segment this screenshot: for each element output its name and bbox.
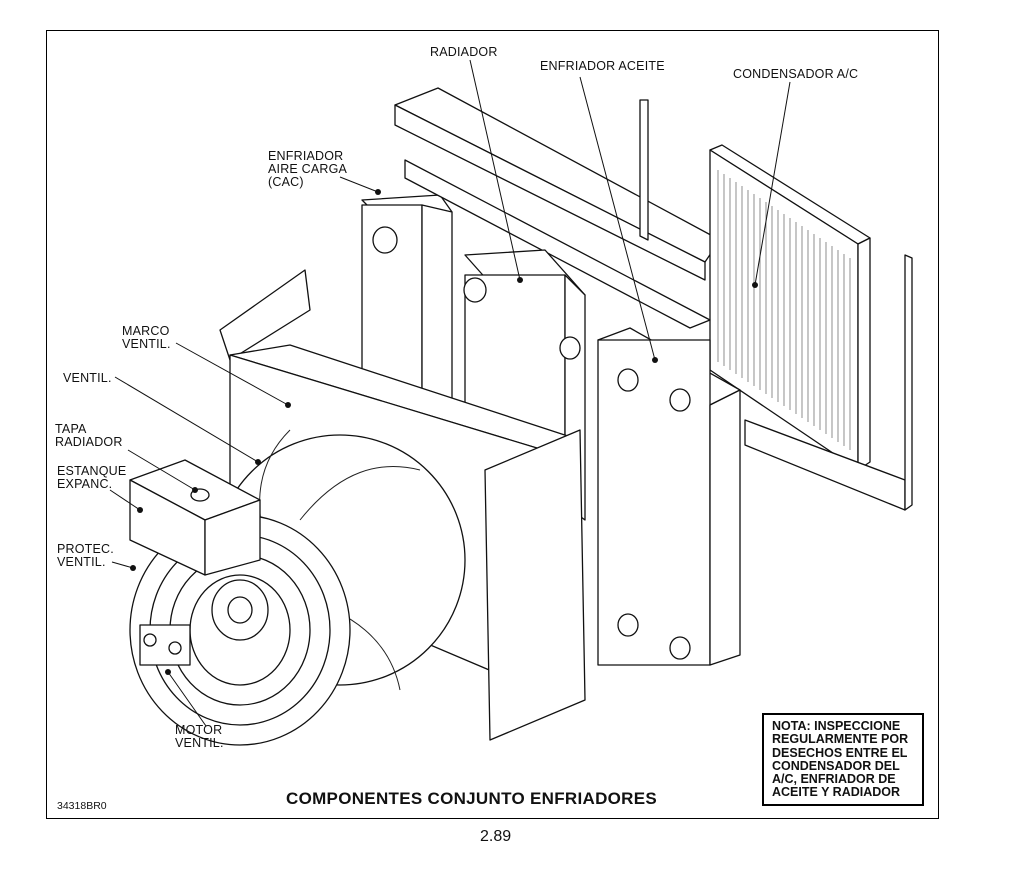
figure-caption: COMPONENTES CONJUNTO ENFRIADORES (286, 789, 658, 808)
figure-frame (46, 30, 939, 819)
label-motor-ventil: MOTOR VENTIL. (175, 723, 224, 750)
label-ventil: VENTIL. (63, 371, 112, 385)
fan-motor (139, 624, 191, 666)
oil-cooler (597, 327, 741, 666)
label-estanque: ESTANQUE EXPANC. (57, 464, 127, 491)
label-enfriador-aceite: ENFRIADOR ACEITE (540, 59, 665, 73)
label-protec-ventil: PROTEC. VENTIL. (57, 542, 114, 569)
label-condensador: CONDENSADOR A/C (733, 67, 859, 81)
figure-id: 34318BR0 (57, 800, 107, 812)
label-tapa-radiador: TAPA RADIADOR (55, 422, 123, 449)
inspection-note: NOTA: INSPECCIONE REGULARMENTE POR DESEC… (762, 713, 924, 806)
page-number: 2.89 (480, 828, 512, 845)
leader-lines (109, 59, 791, 727)
leader-dots (130, 189, 758, 675)
fan-frame (214, 269, 586, 741)
label-cac: ENFRIADOR AIRE CARGA (CAC) (268, 149, 348, 189)
condenser-fins (717, 170, 851, 450)
top-mounting-rail (394, 87, 721, 281)
label-radiador: RADIADOR (430, 45, 498, 59)
label-marco-ventil: MARCO VENTIL. (122, 324, 171, 351)
fan-guard (129, 514, 351, 746)
